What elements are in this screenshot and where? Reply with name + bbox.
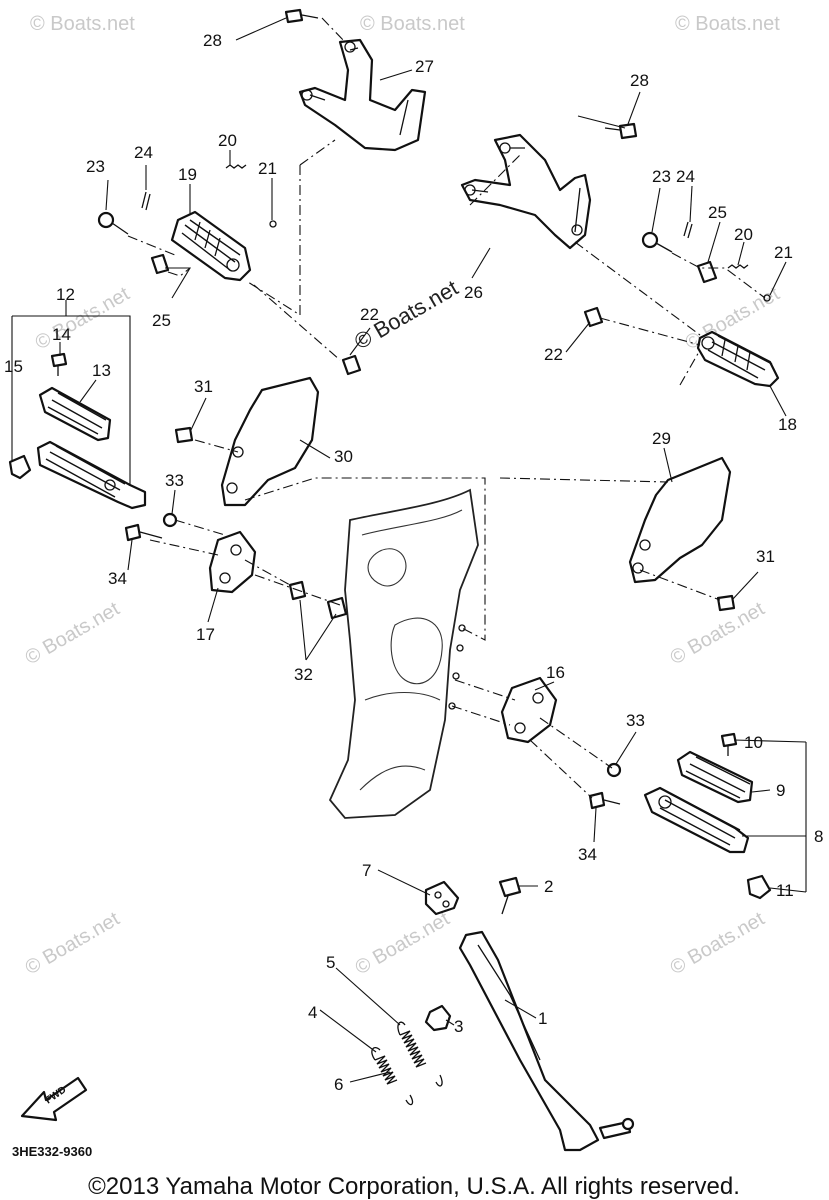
- callout-21: 21: [258, 159, 277, 178]
- callout-19: 19: [178, 165, 197, 184]
- part-2-bolt: [498, 876, 522, 915]
- copyright-text: ©2013 Yamaha Motor Corporation, U.S.A. A…: [88, 1173, 740, 1200]
- callout-7: 7: [362, 861, 371, 880]
- leader-lines: [11, 17, 807, 1083]
- frame-section: [328, 488, 479, 819]
- part-5-spring: [397, 1021, 443, 1087]
- diagram-code: 3HE332-9360: [12, 1144, 92, 1159]
- callout-26: 26: [464, 283, 483, 302]
- callout-13: 13: [92, 361, 111, 380]
- part-7-plate: [424, 880, 460, 916]
- part-4-spring: [371, 1046, 414, 1106]
- callout-24: 24: [134, 143, 153, 162]
- small-hardware: [97, 8, 771, 376]
- callout-1: 1: [538, 1009, 547, 1028]
- callout-25: 25: [708, 203, 727, 222]
- part-14-screw: [50, 352, 68, 376]
- part-16-bracket: [500, 676, 558, 744]
- assembly-lines: [127, 17, 766, 799]
- callout-15: 15: [4, 357, 23, 376]
- callout-8: 8: [814, 827, 823, 846]
- callout-18: 18: [778, 415, 797, 434]
- callout-27: 27: [415, 57, 434, 76]
- callout-labels: 28 27 28 20 24 23 19 21 25 22 26 23 24 2…: [4, 31, 823, 1094]
- part-17-bracket: [208, 530, 257, 594]
- callout-30: 30: [334, 447, 353, 466]
- callout-4: 4: [308, 1003, 317, 1022]
- callout-9: 9: [776, 781, 785, 800]
- callout-31: 31: [756, 547, 775, 566]
- callout-14: 14: [52, 325, 71, 344]
- callout-24: 24: [676, 167, 695, 186]
- part-27-rear-bracket: [298, 38, 427, 152]
- watermark-text: © Boats.net: [22, 598, 124, 670]
- callout-33: 33: [165, 471, 184, 490]
- callout-16: 16: [546, 663, 565, 682]
- callout-20: 20: [734, 225, 753, 244]
- callout-6: 6: [334, 1075, 343, 1094]
- watermark-text: © Boats.net: [675, 13, 780, 35]
- callout-23: 23: [652, 167, 671, 186]
- part-13-footrest-rubber: [38, 386, 112, 442]
- fwd-arrow-icon: FWD: [20, 1076, 88, 1122]
- watermark-text: © Boats.net: [22, 908, 124, 980]
- part-10-screw: [720, 732, 738, 756]
- callout-22: 22: [360, 305, 379, 324]
- callout-17: 17: [196, 625, 215, 644]
- callout-23: 23: [86, 157, 105, 176]
- part-12-footrest: [36, 440, 147, 510]
- callout-33: 33: [626, 711, 645, 730]
- watermark-text: © Boats.net: [360, 13, 465, 35]
- part-18-footpeg: [696, 330, 780, 388]
- callout-20: 20: [218, 131, 237, 150]
- callout-28: 28: [203, 31, 222, 50]
- callout-11: 11: [776, 881, 794, 900]
- callout-25: 25: [152, 311, 171, 330]
- callout-12: 12: [56, 285, 75, 304]
- watermark-text: © Boats.net: [667, 598, 769, 670]
- part-9-footrest-rubber: [676, 750, 754, 804]
- callout-5: 5: [326, 953, 335, 972]
- part-29-heel-guard: [628, 456, 732, 584]
- part-1-sidestand: [458, 930, 635, 1152]
- part-19-footpeg: [170, 210, 252, 282]
- watermark-text: © Boats.net: [32, 283, 134, 355]
- callout-29: 29: [652, 429, 671, 448]
- part-30-heel-guard: [220, 376, 320, 507]
- watermark-text: © Boats.net: [30, 13, 135, 35]
- callout-32: 32: [294, 665, 313, 684]
- part-15-cap: [8, 454, 32, 480]
- callout-31: 31: [194, 377, 213, 396]
- part-8-footrest: [643, 786, 750, 854]
- callout-21: 21: [774, 243, 793, 262]
- callout-2: 2: [544, 877, 553, 896]
- callout-34: 34: [108, 569, 127, 588]
- callout-34: 34: [578, 845, 597, 864]
- callout-10: 10: [744, 733, 763, 752]
- callout-28: 28: [630, 71, 649, 90]
- watermark-text: © Boats.net: [667, 908, 769, 980]
- callout-3: 3: [454, 1017, 463, 1036]
- part-26-rear-bracket: [460, 133, 592, 250]
- callout-22: 22: [544, 345, 563, 364]
- part-11-cap: [746, 874, 772, 900]
- watermark-text: © Boats.net: [352, 908, 454, 980]
- part-3-nut: [424, 1004, 452, 1032]
